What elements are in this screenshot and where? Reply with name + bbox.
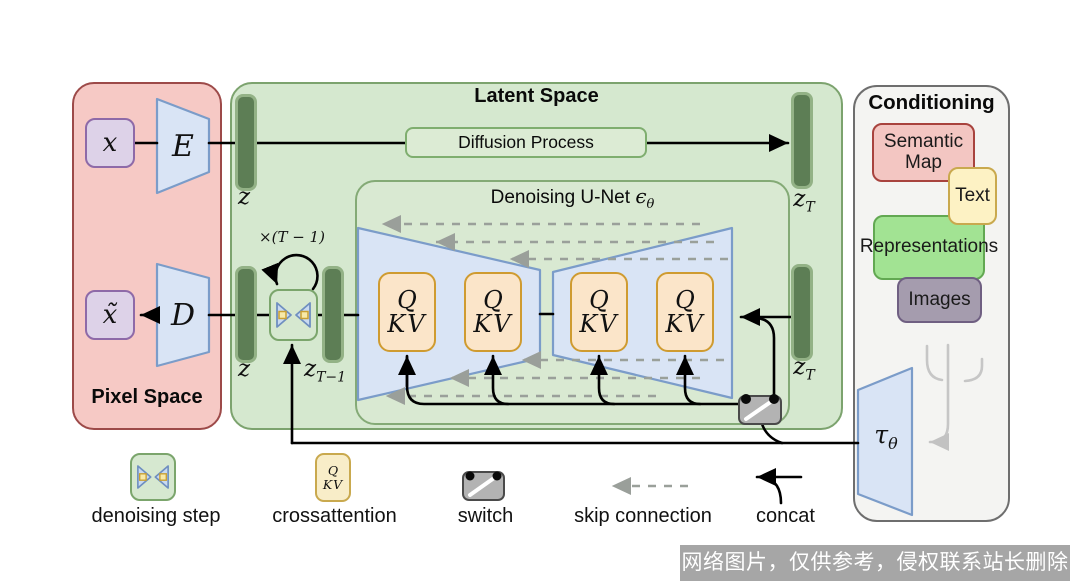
legend-kv-label: KV xyxy=(322,476,344,492)
attention-q-label: Q xyxy=(589,285,609,314)
conditioning-title: Conditioning xyxy=(868,91,995,114)
loop-count-label: ×(T − 1) xyxy=(259,228,325,246)
pixel-space-title: Pixel Space xyxy=(91,386,203,408)
zTm1-base: z xyxy=(303,356,317,382)
zT-bottom-base: z xyxy=(793,354,806,380)
attention-q-label: Q xyxy=(483,285,503,314)
z-top-label: z xyxy=(237,184,251,210)
legend-denoising-step-label: denoising step xyxy=(91,505,221,527)
conditioning-text: Text xyxy=(948,167,997,225)
legend-skip-connection-label: skip connection xyxy=(574,505,712,527)
encoder-label: E xyxy=(172,128,194,164)
legend-denoising-step-icon xyxy=(130,453,176,501)
unet-title-text: Denoising U-Net xyxy=(490,187,636,208)
unet-theta-sub: θ xyxy=(646,196,655,212)
latent-space-title: Latent Space xyxy=(474,85,599,107)
legend-concat-label: concat xyxy=(756,505,815,527)
attention-box-2: Q KV xyxy=(464,272,522,352)
diffusion-process-box: Diffusion Process xyxy=(405,127,647,158)
zT-top-sub: T xyxy=(805,199,815,216)
zT-bar-top xyxy=(791,92,813,189)
unet-epsilon: ϵ xyxy=(635,184,647,208)
attention-box-1: Q KV xyxy=(378,272,436,352)
attention-kv-label: KV xyxy=(665,310,705,338)
tau-theta-label: τθ xyxy=(862,420,910,453)
zT-bottom-sub: T xyxy=(805,367,815,384)
attention-box-4: Q KV xyxy=(656,272,714,352)
denoising-step-box xyxy=(269,289,318,341)
tau-sub: θ xyxy=(888,434,898,453)
decoder-label: D xyxy=(170,297,196,333)
legend-switch-label: switch xyxy=(457,505,514,527)
z-bar-top xyxy=(235,94,257,191)
legend-crossattention-icon: Q KV xyxy=(315,453,351,502)
denoising-step-bowtie-icon xyxy=(276,302,311,328)
conditioning-images: Images xyxy=(897,277,982,323)
zT-bottom-label: zT xyxy=(782,354,826,384)
x-input-box: x xyxy=(85,118,135,168)
z-bar-bottom xyxy=(235,266,257,363)
x-tilde-output-box: x̃ xyxy=(85,290,135,340)
zT-top-base: z xyxy=(793,186,806,212)
zT-bar-bottom xyxy=(791,264,813,361)
attention-q-label: Q xyxy=(397,285,417,314)
attention-box-3: Q KV xyxy=(570,272,628,352)
watermark-bar: 网络图片，仅供参考，侵权联系站长删除 xyxy=(680,545,1070,581)
legend-switch-icon xyxy=(462,471,505,501)
tau-base: τ xyxy=(874,420,889,449)
zTm1-label: zT−1 xyxy=(294,356,356,386)
attention-kv-label: KV xyxy=(579,310,619,338)
attention-kv-label: KV xyxy=(473,310,513,338)
attention-q-label: Q xyxy=(675,285,695,314)
conditioning-semantic-map: Semantic Map xyxy=(872,123,975,182)
legend-crossattention-label: crossattention xyxy=(272,505,397,527)
z-bottom-label: z xyxy=(237,356,251,382)
zT-top-label: zT xyxy=(786,186,822,216)
legend-bowtie-icon xyxy=(137,465,169,489)
legend-concat-icon xyxy=(755,467,803,505)
unet-title: Denoising U-Net ϵθ xyxy=(355,184,790,212)
conditioning-representations: Representations xyxy=(860,215,998,280)
zTm1-sub: T−1 xyxy=(316,369,347,386)
attention-kv-label: KV xyxy=(387,310,427,338)
zTm1-bar xyxy=(322,266,344,363)
legend-q-label: Q xyxy=(327,462,339,478)
